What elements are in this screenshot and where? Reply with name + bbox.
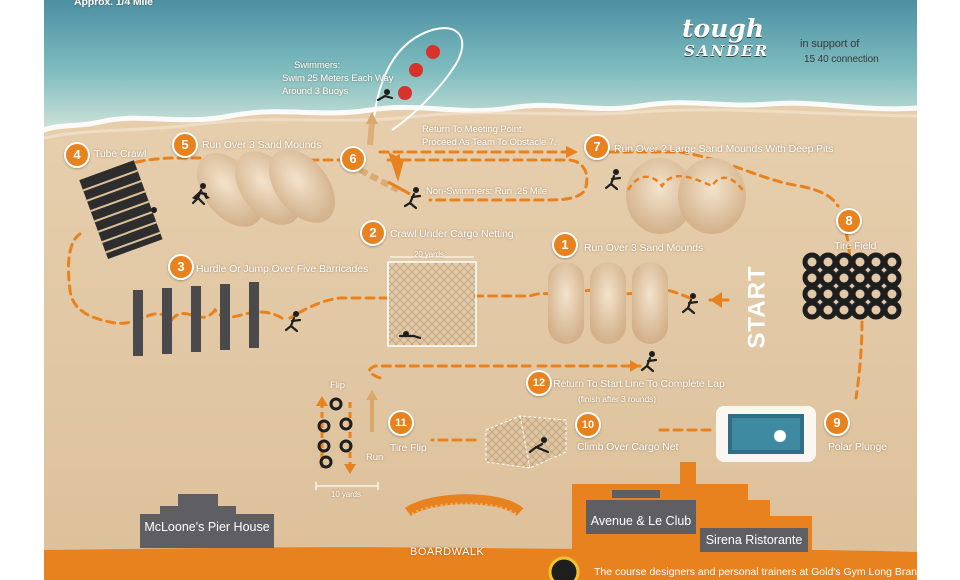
- footer-credit: The course designers and personal traine…: [594, 566, 932, 578]
- station-label-10: Climb Over Cargo Net: [577, 441, 679, 453]
- building-sirena: Sirena Ristorante: [700, 528, 808, 552]
- climb-cargo-net: [485, 415, 567, 469]
- support-org: 15 40 connection: [804, 54, 879, 65]
- station-label-8: Tire Field: [834, 240, 877, 252]
- sand-mounds-7: [626, 158, 746, 234]
- station-label-11: Tire Flip: [390, 442, 427, 454]
- station-label-7: Run Over 2 Large Sand Mounds With Deep P…: [614, 143, 834, 155]
- swimmers-buoys: Around 3 Buoys: [282, 86, 349, 97]
- start-line: START: [738, 265, 778, 348]
- station-badge-9: 9: [824, 410, 850, 436]
- station-badge-10: 10: [575, 412, 601, 438]
- station-label-3: Hurdle Or Jump Over Five Barricades: [196, 263, 369, 275]
- tire-field: [802, 252, 902, 320]
- barricades: [133, 282, 259, 356]
- support-label: in support of: [800, 38, 860, 50]
- station-label-4: Tube Crawl: [94, 148, 147, 160]
- station-badge-7: 7: [584, 134, 610, 160]
- swimmers-detail: Swim 25 Meters Each Way: [282, 73, 394, 84]
- station-badge-11: 11: [388, 410, 414, 436]
- runner-icons: [151, 89, 696, 443]
- station-badge-2: 2: [360, 220, 386, 246]
- buoy: [409, 63, 423, 77]
- station-label-2: Crawl Under Cargo Netting: [390, 228, 514, 240]
- station-label-12: Return To Start Line To Complete Lap: [553, 378, 725, 390]
- station-label-1: Run Over 3 Sand Mounds: [584, 242, 704, 254]
- proceed-note: Proceed As Team To Obstacle 7.: [422, 137, 557, 148]
- station-badge-12: 12: [526, 370, 552, 396]
- building-avenue: Avenue & Le Club: [586, 500, 696, 534]
- polar-plunge-pool: [716, 406, 816, 462]
- station-badge-8: 8: [836, 208, 862, 234]
- ocean: [44, 0, 917, 130]
- tire-flip: [315, 390, 379, 490]
- distance-label: Approx. 1/4 Mile: [74, 0, 153, 8]
- boardwalk-label: BOARDWALK: [410, 546, 485, 558]
- net-size: 20 yards: [414, 250, 444, 259]
- brand-subtitle: SANDER: [684, 42, 770, 60]
- swim-loop: [373, 27, 464, 131]
- buoy: [398, 86, 412, 100]
- station-badge-5: 5: [172, 132, 198, 158]
- station-badge-4: 4: [64, 142, 90, 168]
- tube-crawl: [79, 160, 163, 260]
- sand-mounds-5: [197, 149, 335, 227]
- swimmers-heading: Swimmers:: [294, 60, 341, 71]
- return-note: Return To Meeting Point.: [422, 124, 524, 135]
- station-label-5: Run Over 3 Sand Mounds: [202, 139, 322, 151]
- cargo-netting: [387, 256, 477, 347]
- building-pier-house: McLoone's Pier House: [140, 514, 274, 548]
- finish-note: (finish after 3 rounds): [578, 394, 657, 404]
- brand-title: tough: [682, 14, 765, 43]
- surf-line: [41, 100, 920, 133]
- run-label: Run: [366, 452, 384, 463]
- station-badge-1: 1: [552, 232, 578, 258]
- station-badge-6: 6: [340, 146, 366, 172]
- flip-size: 10 yards: [331, 490, 361, 499]
- start-label: START: [744, 265, 771, 349]
- station-badge-3: 3: [168, 254, 194, 280]
- non-swimmers-note: Non-Swimmers: Run .25 Mile: [426, 186, 547, 197]
- station-label-9: Polar Plunge: [828, 441, 887, 453]
- buoy: [426, 45, 440, 59]
- sand-mounds-1: [548, 262, 668, 344]
- flip-label: Flip: [330, 380, 345, 391]
